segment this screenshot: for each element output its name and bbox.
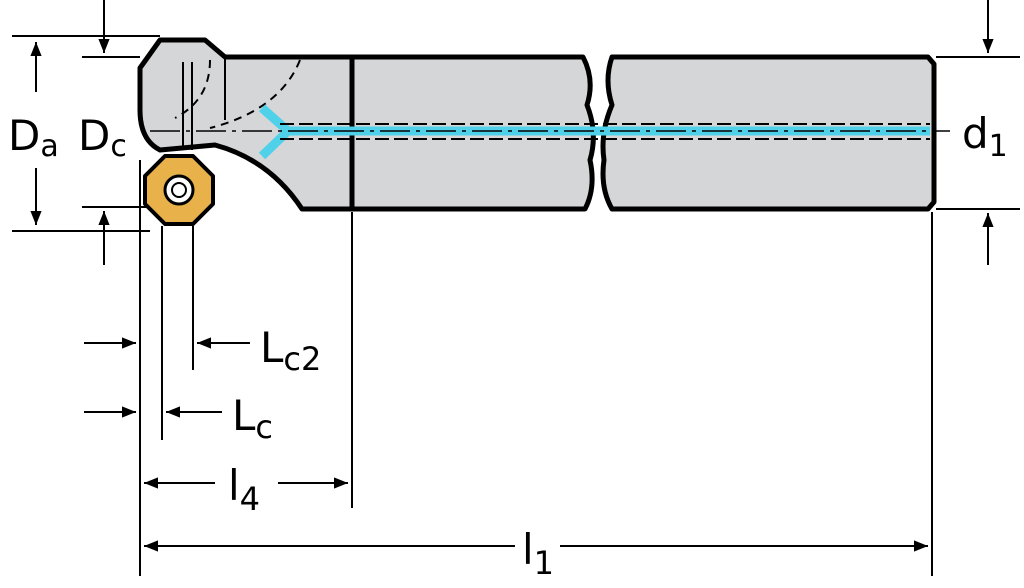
label-da: Da [8,111,59,164]
label-l1: l1 [522,525,554,582]
label-lc: Lc [232,391,273,446]
label-lc2: Lc2 [260,323,321,378]
label-dc: Dc [78,111,127,164]
dimension-lines [12,0,1020,576]
label-d1: d1 [962,109,1008,164]
insert [143,154,215,226]
cutter-head [137,37,355,212]
label-l4: l4 [228,461,260,518]
